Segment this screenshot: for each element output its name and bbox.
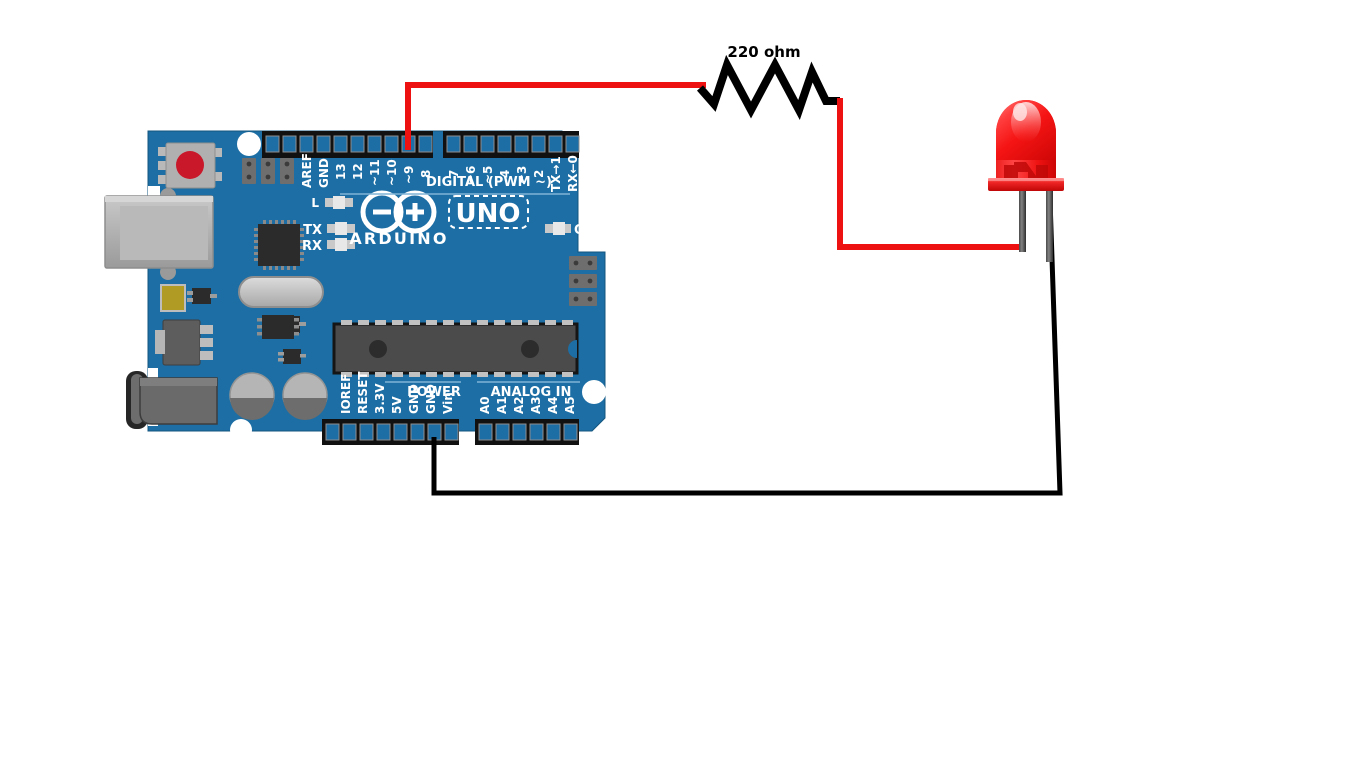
mounting-hole-bottom-left: [230, 419, 252, 441]
led-tx-label: TX: [303, 223, 322, 238]
led-component[interactable]: [988, 100, 1064, 262]
led-rx-indicator: [327, 238, 355, 251]
analog-section-label: ANALOG IN: [491, 385, 572, 400]
usb-connector: [104, 195, 214, 269]
resistor-to-led-path: [837, 98, 1026, 250]
pin-label-5: ~5: [481, 166, 495, 184]
pin-label-10: ~10: [385, 159, 399, 186]
signal-wire[interactable]: [405, 82, 706, 150]
digital-pin-labels-right: 7 ~6 ~5 4 ~3 2 TX→1 RX←0: [447, 155, 580, 192]
led-flange: [988, 178, 1064, 191]
digital-pin-labels-left: AREF GND 13 12 ~11 ~10 ~9 8: [300, 153, 433, 188]
pin-label-a5: A5: [563, 396, 577, 414]
sot-transistor-3: [278, 349, 306, 364]
pin-label-a4: A4: [546, 396, 560, 414]
power-pin-labels: IOREF RESET 3.3V 5V GND GND Vin: [339, 371, 455, 414]
pin-label-a1: A1: [495, 396, 509, 414]
led-l-indicator: [325, 196, 353, 209]
sot-transistor-1: [187, 288, 217, 304]
pin-label-2: 2: [532, 170, 546, 178]
pin-label-rx0: RX←0: [566, 155, 580, 192]
led-rx-label: RX: [302, 239, 322, 254]
electrolytic-capacitor-2: [282, 372, 328, 420]
power-header[interactable]: [322, 419, 459, 445]
digital-header-left[interactable]: [262, 131, 433, 158]
pin-label-ioref: IOREF: [339, 374, 353, 414]
voltage-regulator: [155, 319, 213, 366]
led-on-label: ON: [574, 223, 596, 238]
signal-wire-path: [405, 82, 706, 150]
resistor-label: 220 ohm: [727, 43, 800, 61]
electrolytic-capacitor-1: [229, 372, 275, 420]
pin-label-12: 12: [351, 163, 365, 180]
led-anode-lead: [1019, 190, 1026, 252]
uno-model-label: UNO: [456, 199, 521, 229]
ground-wire[interactable]: [431, 199, 1063, 496]
resistor-zigzag: [696, 54, 840, 121]
usb-serial-chip: [254, 220, 304, 270]
pin-label-33v: 3.3V: [373, 383, 387, 414]
pin-label-a2: A2: [512, 396, 526, 414]
led-on-indicator: [545, 222, 571, 235]
icsp-header-left[interactable]: [242, 158, 294, 184]
pin-label-vin: Vin: [441, 392, 455, 414]
atmega328p-chip: [332, 320, 579, 377]
led-l-label: L: [311, 196, 319, 210]
reset-button-cap[interactable]: [176, 151, 204, 179]
pin-label-6: ~6: [464, 166, 478, 184]
pin-label-reset: RESET: [356, 371, 370, 414]
led-cathode-lead: [1046, 190, 1053, 262]
pin-label-11: ~11: [368, 159, 382, 186]
pin-label-a3: A3: [529, 396, 543, 414]
arduino-logo: [360, 190, 437, 234]
mounting-hole-right-top: [580, 219, 604, 243]
crystal-oscillator: [238, 276, 324, 308]
pin-label-aref: AREF: [300, 153, 314, 188]
pin-label-a0: A0: [478, 396, 492, 414]
barrel-jack: [126, 371, 218, 429]
resistor-to-led-wire[interactable]: [837, 98, 1026, 250]
pin-label-8: 8: [419, 170, 433, 178]
film-capacitor: [160, 284, 186, 312]
digital-header-right[interactable]: [443, 131, 580, 158]
arduino-uno-board[interactable]: L TX RX ON ARDUINO UNO: [104, 130, 606, 445]
reset-button[interactable]: [158, 142, 222, 189]
power-section-label: POWER: [407, 385, 461, 400]
pin-label-5v: 5V: [390, 396, 404, 414]
mounting-hole-top-left: [237, 132, 261, 156]
led-specular-dot: [1013, 103, 1027, 121]
pin-label-4: 4: [498, 170, 512, 178]
digital-section-label: DIGITAL (PWM ~): [426, 175, 552, 190]
arduino-wordmark: ARDUINO: [349, 229, 448, 248]
mounting-hole-right-bottom: [582, 380, 606, 404]
soic-chip: [257, 315, 299, 339]
led-flange-highlight: [988, 178, 1064, 181]
pin-label-gnd-1: GND: [407, 384, 421, 414]
pin-label-tx1: TX→1: [549, 156, 563, 192]
pin-label-gnd-2: GND: [424, 384, 438, 414]
ground-wire-path: [431, 199, 1063, 496]
resistor[interactable]: 220 ohm: [696, 43, 840, 121]
analog-header[interactable]: [475, 419, 579, 445]
led-tx-indicator: [327, 222, 355, 235]
pin-label-3: ~3: [515, 166, 529, 184]
pin-label-7: 7: [447, 170, 461, 178]
pin-label-13: 13: [334, 163, 348, 180]
pin-label-9: ~9: [402, 166, 416, 184]
pin-label-gnd: GND: [317, 158, 331, 188]
icsp-header-right[interactable]: [569, 256, 597, 306]
analog-pin-labels: A0 A1 A2 A3 A4 A5: [478, 396, 577, 414]
uno-badge: [448, 195, 529, 229]
